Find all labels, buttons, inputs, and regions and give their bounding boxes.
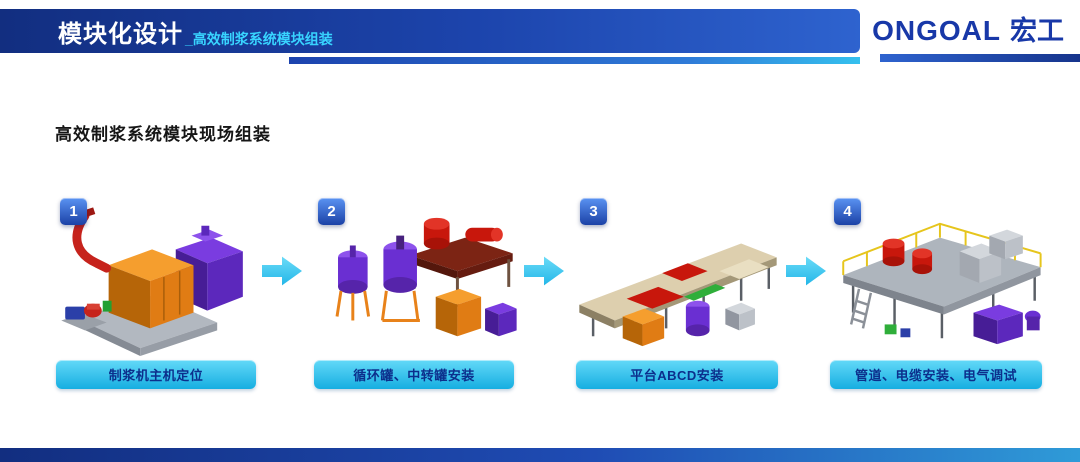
page-title: 模块化设计 — [58, 21, 183, 48]
process-step-2: 2 — [308, 190, 520, 402]
header-bar: 模块化设计 _高效制浆系统模块组装 — [0, 9, 860, 53]
logo-cjk-text: 宏工 — [1010, 15, 1064, 46]
process-step-4: 4 — [824, 190, 1048, 402]
page-subtitle: _高效制浆系统模块组装 — [185, 31, 333, 47]
arrow-right-icon — [786, 256, 826, 286]
footer-accent-bar — [0, 448, 1080, 462]
step-number-badge: 3 — [580, 198, 607, 225]
platform-abcd-illustration — [579, 243, 777, 347]
logo-accent-strip — [880, 54, 1080, 62]
arrow-right-icon — [262, 256, 302, 286]
circulation-transfer-tanks-illustration — [335, 217, 517, 337]
step-caption: 制浆机主机定位 — [56, 360, 256, 389]
arrow-right-icon — [524, 256, 564, 286]
step-caption: 循环罐、中转罐安装 — [314, 360, 514, 389]
pulping-machine-main-unit-illustration — [61, 207, 243, 356]
process-step-3: 3 平台AB — [570, 190, 784, 402]
step-caption: 管道、电缆安装、电气调试 — [830, 360, 1042, 389]
step-number-badge: 4 — [834, 198, 861, 225]
header-accent-strip — [289, 57, 860, 64]
company-logo: ONGOAL 宏工 — [872, 13, 1064, 49]
step-number-badge: 2 — [318, 198, 345, 225]
piping-cable-electrical-illustration — [842, 222, 1042, 345]
process-step-1: 1 制浆机主机定位 — [50, 190, 262, 402]
step-caption: 平台ABCD安装 — [576, 360, 778, 389]
logo-wordmark: ONGOAL — [872, 15, 1001, 46]
step-number-badge: 1 — [60, 198, 87, 225]
section-title: 高效制浆系统模块现场组装 — [55, 125, 271, 144]
